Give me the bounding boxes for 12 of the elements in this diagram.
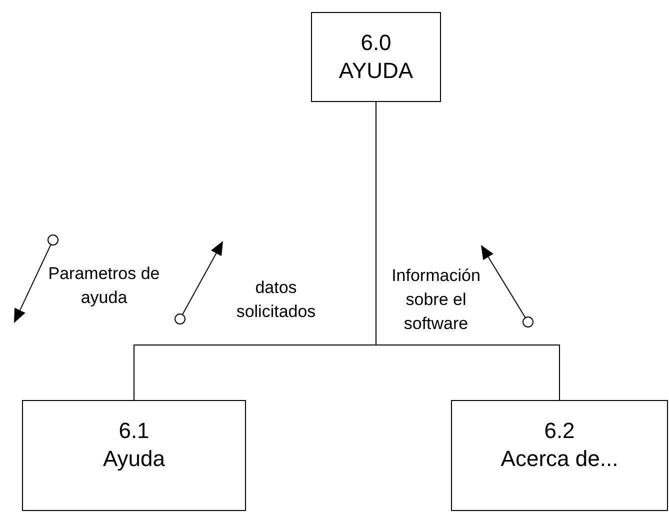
module-number: 6.2 — [544, 417, 575, 445]
data-label: datos solicitados — [235, 277, 317, 323]
module-box — [22, 400, 246, 511]
data-label: Información sobre el software — [390, 265, 482, 335]
module-name: AYUDA — [338, 57, 414, 85]
module-name: Acerca de... — [500, 445, 618, 473]
module-box — [451, 400, 668, 511]
module-number: 6.0 — [360, 29, 392, 57]
module-name: Ayuda — [103, 445, 165, 473]
module-number: 6.1 — [118, 417, 150, 445]
module-box — [311, 12, 441, 102]
data-label: Parametros de ayuda — [48, 263, 160, 309]
